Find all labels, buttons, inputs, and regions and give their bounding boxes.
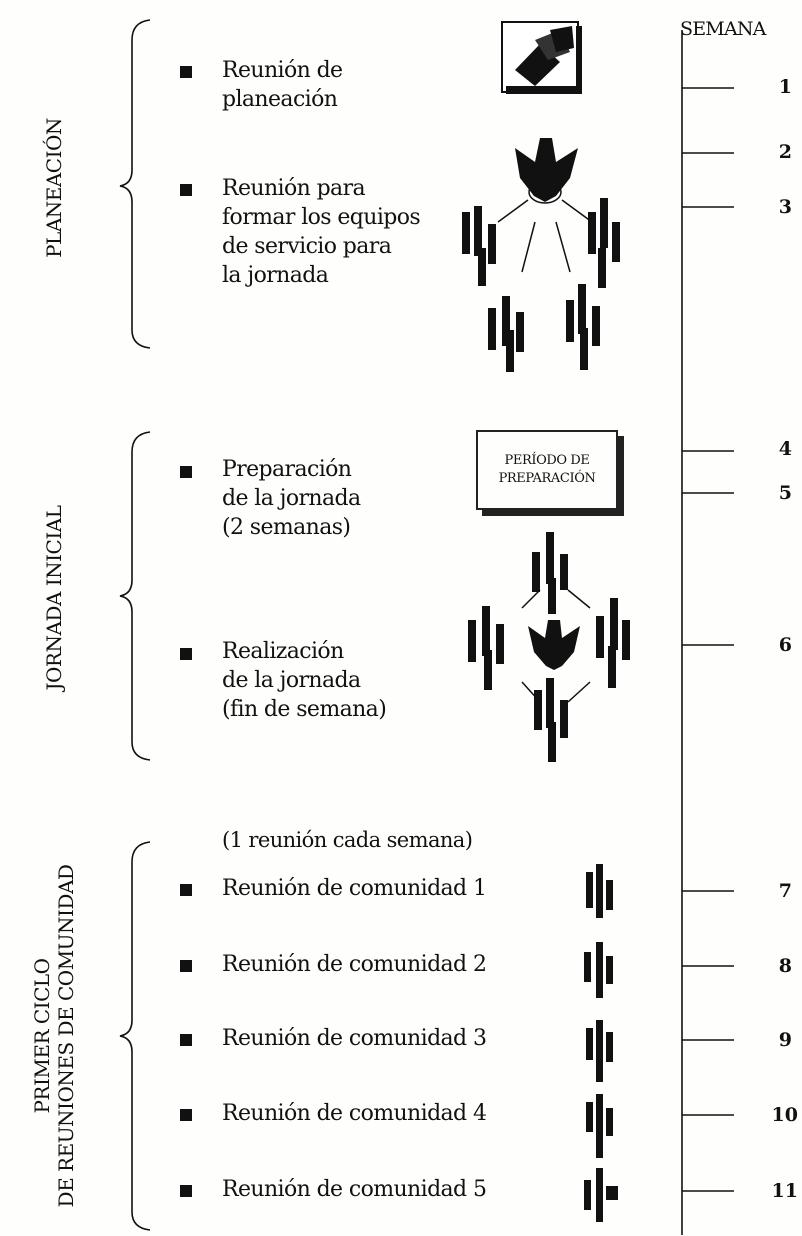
bullet bbox=[180, 648, 192, 660]
community-figures bbox=[584, 864, 618, 1222]
brace-ciclo bbox=[119, 841, 151, 1231]
bullet bbox=[180, 66, 192, 78]
bullet bbox=[180, 884, 192, 896]
item-comunidad-1: Reunión de comunidad 1 bbox=[222, 876, 487, 901]
week-number: 6 bbox=[778, 634, 792, 656]
section-label-ciclo: PRIMER CICLO DE REUNIONES DE COMUNIDAD bbox=[30, 864, 78, 1208]
bullet bbox=[180, 1185, 192, 1197]
frequency-note: (1 reunión cada semana) bbox=[222, 828, 473, 852]
week-number: 8 bbox=[778, 955, 792, 977]
bullet bbox=[180, 1109, 192, 1121]
bullet bbox=[180, 184, 192, 196]
item-preparacion: Preparación de la jornada (2 semanas) bbox=[222, 457, 361, 540]
section-label-jornada: JORNADA INICIAL bbox=[42, 505, 66, 691]
week-number: 5 bbox=[778, 482, 792, 504]
item-comunidad-2: Reunión de comunidad 2 bbox=[222, 952, 487, 977]
bullet bbox=[180, 466, 192, 478]
week-number: 4 bbox=[778, 438, 792, 460]
week-header: SEMANA bbox=[680, 18, 766, 40]
item-comunidad-3: Reunión de comunidad 3 bbox=[222, 1026, 487, 1051]
bullet bbox=[180, 1034, 192, 1046]
people-group-icon bbox=[462, 198, 620, 372]
section-label-planeacion: PLANEACIÓN bbox=[42, 118, 66, 258]
week-number: 3 bbox=[778, 196, 792, 218]
dove-icon bbox=[515, 138, 578, 204]
week-number: 9 bbox=[778, 1029, 792, 1051]
prep-period-box: PERÍODO DE PREPARACIÓN bbox=[476, 430, 618, 510]
item-formar-equipos: Reunión para formar los equipos de servi… bbox=[222, 176, 421, 288]
item-comunidad-4: Reunión de comunidad 4 bbox=[222, 1101, 487, 1126]
dove-icon-jornada bbox=[528, 620, 580, 670]
bullet bbox=[180, 960, 192, 972]
item-comunidad-5: Reunión de comunidad 5 bbox=[222, 1177, 487, 1202]
document-stack-icon bbox=[501, 21, 582, 94]
week-number: 2 bbox=[778, 141, 792, 163]
week-number: 10 bbox=[771, 1104, 798, 1126]
item-reunion-planeacion: Reunión de planeación bbox=[222, 58, 343, 112]
brace-jornada bbox=[119, 431, 151, 761]
timeline-ticks bbox=[682, 87, 734, 1192]
item-realizacion: Realización de la jornada (fin de semana… bbox=[222, 639, 387, 722]
week-number: 1 bbox=[778, 76, 792, 98]
week-number: 7 bbox=[778, 880, 792, 902]
people-group-jornada bbox=[468, 532, 630, 762]
week-number: 11 bbox=[771, 1180, 798, 1202]
brace-planeacion bbox=[119, 19, 151, 349]
